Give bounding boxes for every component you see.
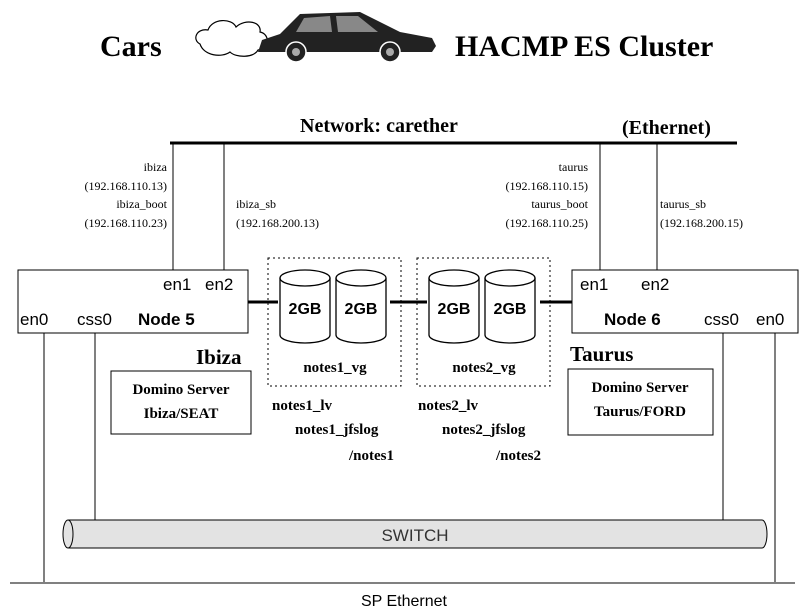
- node6-host: Taurus: [570, 342, 633, 366]
- node6-en0: en0: [756, 310, 784, 329]
- lv2-label: notes2_lv: [418, 398, 479, 414]
- ibiza-name: ibiza: [144, 160, 168, 174]
- node6-server-line1: Domino Server: [591, 380, 688, 396]
- jfslog1-label: notes1_jfslog: [295, 422, 379, 438]
- taurus-ip: (192.168.110.15): [505, 179, 588, 193]
- node6-name: Node 6: [604, 310, 661, 329]
- node6-en1: en1: [580, 275, 608, 294]
- node5-box: [17, 269, 249, 334]
- node6-box: [571, 269, 799, 334]
- taurus-name: taurus: [559, 160, 589, 174]
- header-right-title: HACMP ES Cluster: [455, 30, 713, 63]
- ibiza-sb-name: ibiza_sb: [236, 197, 276, 211]
- taurus-sb-name: taurus_sb: [660, 197, 706, 211]
- ibiza-boot-name: ibiza_boot: [116, 197, 167, 211]
- network-label: Network: carether: [300, 115, 458, 137]
- node5-css0: css0: [77, 310, 112, 329]
- node5-server-line2: Ibiza/SEAT: [144, 406, 219, 422]
- header-left-title: Cars: [100, 30, 162, 63]
- taurus-boot-ip: (192.168.110.25): [505, 216, 588, 230]
- node6-server-line2: Taurus/FORD: [594, 404, 686, 420]
- disk-3-label: 2GB: [438, 301, 471, 318]
- taurus-sb-ip: (192.168.200.15): [660, 216, 743, 230]
- node6-css0: css0: [704, 310, 739, 329]
- vg1-label: notes1_vg: [303, 360, 367, 376]
- ibiza-ip: (192.168.110.13): [84, 179, 167, 193]
- node5-en2: en2: [205, 275, 233, 294]
- node6-server-box: [567, 368, 714, 436]
- disk-3: [428, 269, 480, 344]
- disk-1: [279, 269, 331, 344]
- node5-en1: en1: [163, 275, 191, 294]
- switch-cylinder: [62, 519, 768, 549]
- node5-server-line1: Domino Server: [132, 382, 229, 398]
- jfslog2-label: notes2_jfslog: [442, 422, 526, 438]
- volume-group-2-boundary: [416, 257, 551, 387]
- disk-1-label: 2GB: [289, 301, 322, 318]
- car-icon: [258, 12, 436, 63]
- ibiza-sb-ip: (192.168.200.13): [236, 216, 319, 230]
- node6-en2: en2: [641, 275, 669, 294]
- node5-server-box: [110, 370, 252, 435]
- switch-label: SWITCH: [381, 526, 448, 545]
- exhaust-cloud-icon: [195, 20, 268, 57]
- disk-2-label: 2GB: [345, 301, 378, 318]
- disk-4-label: 2GB: [494, 301, 527, 318]
- lv1-label: notes1_lv: [272, 398, 333, 414]
- volume-group-1-boundary: [267, 257, 402, 387]
- fs2-label: /notes2: [495, 448, 541, 464]
- fs1-label: /notes1: [348, 448, 394, 464]
- vg2-label: notes2_vg: [452, 360, 516, 376]
- node5-name: Node 5: [138, 310, 195, 329]
- disk-4: [484, 269, 536, 344]
- node5-en0: en0: [20, 310, 48, 329]
- disk-2: [335, 269, 387, 344]
- ibiza-boot-ip: (192.168.110.23): [84, 216, 167, 230]
- sp-ethernet-label: SP Ethernet: [361, 593, 448, 610]
- network-type-label: (Ethernet): [622, 117, 711, 139]
- taurus-boot-name: taurus_boot: [531, 197, 588, 211]
- node5-host: Ibiza: [196, 345, 242, 369]
